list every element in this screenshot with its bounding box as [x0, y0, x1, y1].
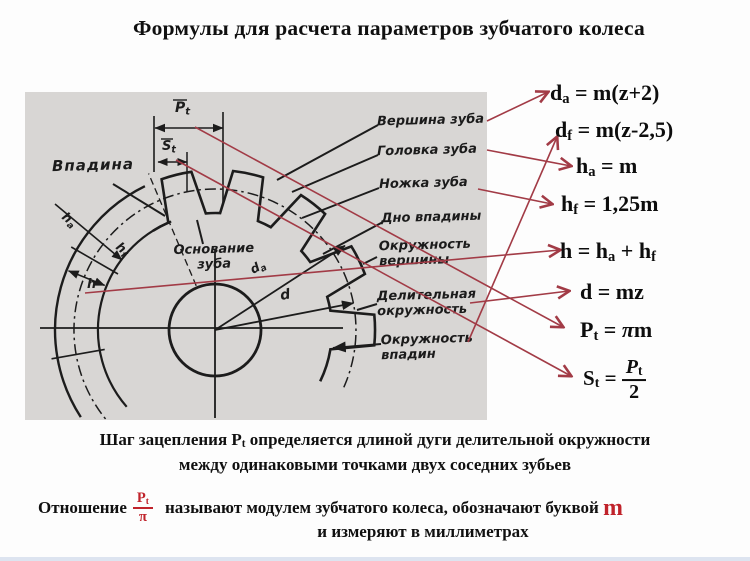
formula-hf: hf = 1,25m — [561, 191, 658, 217]
golovka-pointer — [291, 154, 379, 193]
text-segment: f — [567, 127, 573, 144]
formula-h: h = ha + hf — [560, 238, 656, 264]
text-segment: π — [138, 509, 147, 525]
label-line: Окружность — [380, 330, 473, 349]
text-segment: + h — [615, 238, 652, 263]
text-segment: a — [608, 248, 616, 265]
text-segment: Шаг зацепления P — [99, 430, 242, 449]
dim-base: h — [87, 277, 96, 292]
label-line: зуба — [197, 256, 232, 273]
text-segment: P — [136, 489, 146, 506]
bottom-text-line4: и измеряют в миллиметрах — [0, 522, 750, 542]
bottom-text-line2: между одинаковыми точками двух соседних … — [0, 455, 750, 475]
dim-label-h: h — [87, 277, 96, 292]
formula-st: St = Pt 2 — [583, 356, 647, 403]
relation-arrow-to-da — [486, 92, 548, 122]
dim-label-pt: Pt — [175, 100, 191, 118]
dim-sub: t — [185, 107, 191, 118]
text-segment: = 1,25m — [578, 191, 659, 216]
tip-circle-arc — [53, 185, 146, 418]
dim-base: d — [279, 286, 293, 304]
text-segment: h — [561, 191, 574, 216]
label-line: Основание — [173, 240, 255, 259]
label-dno-vpadiny: Дно впадины — [380, 208, 482, 227]
okr-vershiny-pointer — [362, 256, 378, 265]
dim-sub: t — [171, 145, 176, 156]
root-circle-arc — [96, 220, 172, 408]
text-segment: a — [588, 163, 596, 180]
text-segment: = — [599, 365, 622, 390]
text-segment: d = mz — [580, 279, 644, 304]
label-line: вершины — [379, 252, 450, 270]
relation-arrow-to-ha — [486, 149, 571, 166]
dim-label-st: St — [162, 139, 176, 156]
label-line: окружность — [377, 301, 468, 320]
text-segment: t — [637, 363, 643, 379]
dim-base: P — [175, 100, 186, 116]
text-segment: m — [633, 317, 653, 342]
label-vpadina: Впадина — [51, 154, 135, 176]
osnovanie-pointer — [196, 219, 204, 245]
text-segment: P — [625, 356, 638, 379]
text-segment: S — [583, 365, 595, 390]
page-title: Формулы для расчета параметров зубчатого… — [132, 16, 645, 40]
text-segment: t — [594, 375, 600, 391]
text-segment: a — [562, 90, 570, 107]
label-vershina-zuba: Вершина зуба — [376, 111, 485, 130]
label-nozhka-zuba: Ножка зуба — [378, 174, 468, 193]
text-segment: h = h — [560, 238, 609, 263]
text-segment: называют модулем зубчатого колеса, обозн… — [164, 498, 604, 517]
formula-df: df = m(z-2,5) — [555, 117, 673, 143]
text-segment: = m(z+2) — [569, 80, 660, 105]
text-segment: = — [598, 317, 622, 342]
band-tick — [51, 348, 105, 360]
bottom-text-line1: Шаг зацепления Pt определяется длиной ду… — [0, 430, 750, 450]
dim-label-ha: ha — [57, 209, 80, 232]
text-segment: 2 — [629, 381, 640, 403]
text-segment: h — [576, 153, 589, 178]
text-segment: π — [621, 317, 634, 342]
dim-base: S — [162, 139, 171, 154]
text-segment: d — [550, 80, 563, 105]
text-segment: = m — [595, 153, 638, 178]
text-segment: t — [593, 327, 599, 344]
vpadina-pointer — [112, 183, 166, 217]
relation-arrow-to-hf — [477, 188, 552, 204]
text-segment: f — [651, 248, 656, 265]
text-segment: t — [241, 438, 246, 451]
text-segment: = m(z-2,5) — [572, 117, 674, 142]
text-segment: t — [145, 495, 149, 507]
text-segment: Pt 2 — [621, 356, 647, 403]
vershina-pointer — [276, 124, 379, 181]
text-segment: P — [580, 317, 594, 342]
text-segment: Отношение — [38, 498, 127, 517]
formula-pt: Pt = πm — [580, 317, 652, 343]
delit-pointer — [356, 303, 378, 311]
dim-sub: a — [64, 220, 75, 232]
text-segment: между одинаковыми точками двух соседних … — [178, 455, 572, 474]
dim-label-d: d — [279, 286, 293, 304]
radial-dash-line — [147, 173, 197, 287]
label-line: Окружность — [378, 236, 471, 255]
text-segment: определяется длиной дуги делительной окр… — [245, 430, 651, 449]
text-segment: f — [573, 201, 579, 218]
text-segment: d — [555, 117, 568, 142]
formula-ha: ha = m — [576, 153, 637, 179]
label-golovka-zuba: Головка зуба — [376, 141, 478, 160]
formula-da: da = m(z+2) — [550, 80, 659, 106]
slide-bottom-border — [0, 557, 750, 561]
text-segment: и измеряют в миллиметрах — [317, 522, 529, 541]
label-line: впадин — [381, 346, 436, 364]
formula-d: d = mz — [580, 279, 644, 305]
